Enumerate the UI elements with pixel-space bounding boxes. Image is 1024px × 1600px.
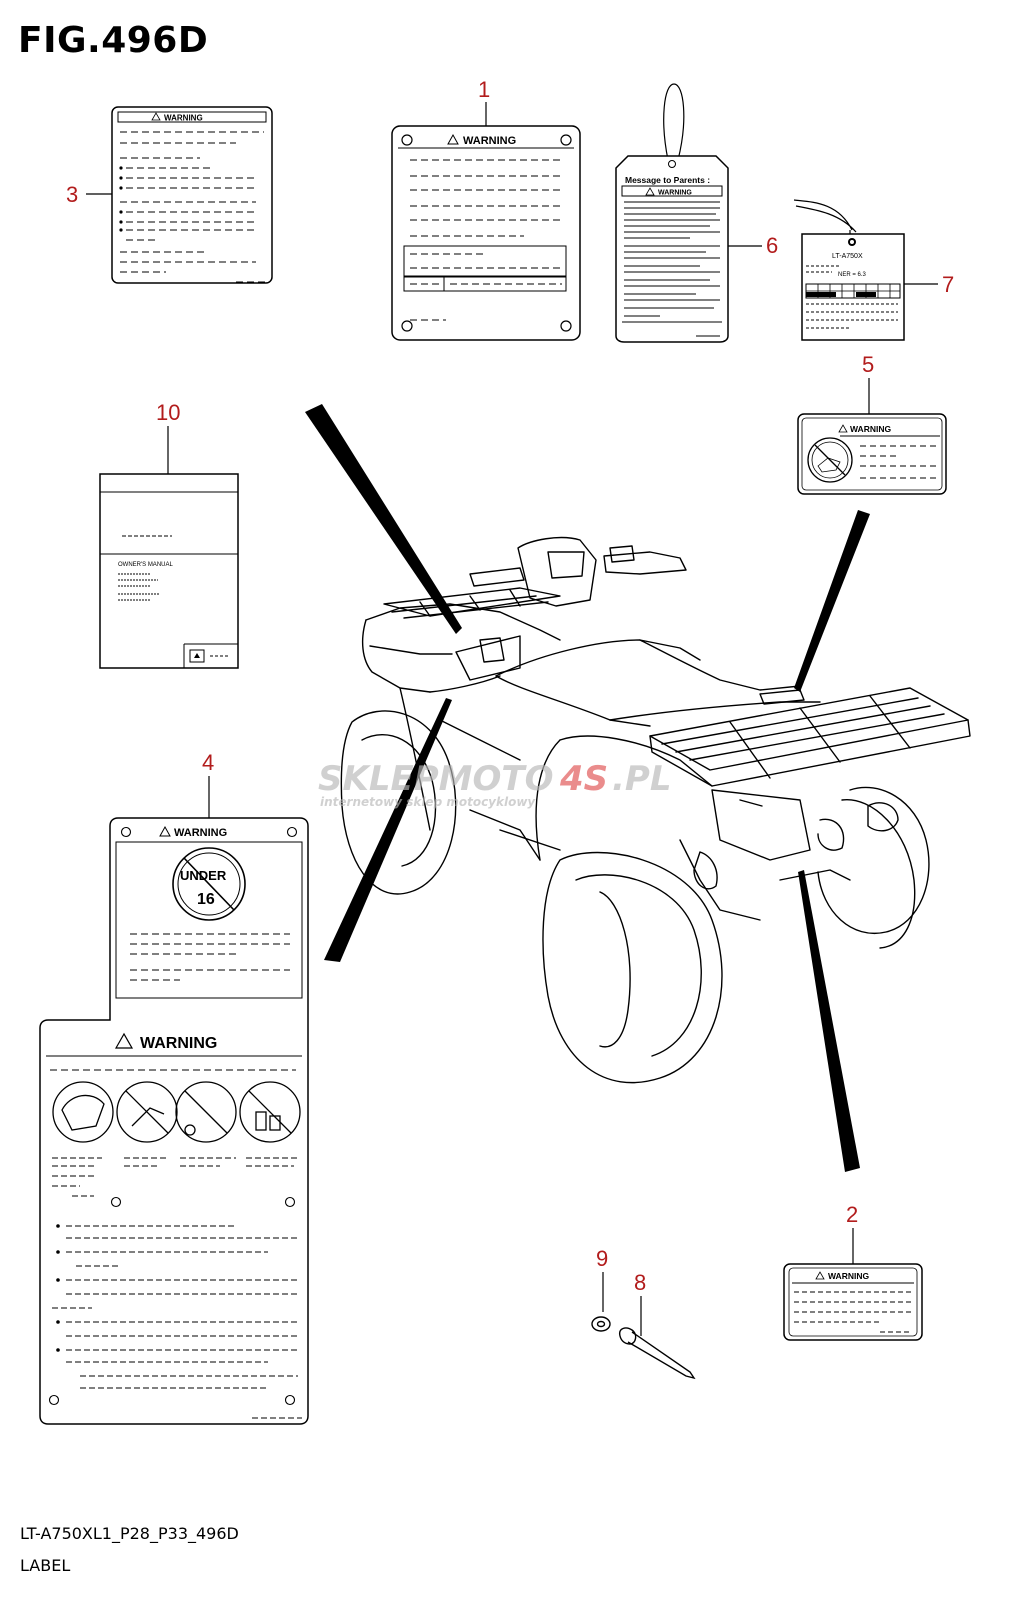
callout-3[interactable]: 3 xyxy=(66,182,78,207)
callout-4[interactable]: 4 xyxy=(202,750,214,775)
callout-5[interactable]: 5 xyxy=(862,352,874,377)
warning-text: WARNING xyxy=(463,135,516,147)
part-6-parents-tag[interactable]: Message to Parents : WARNING xyxy=(615,83,729,343)
part-5-warning-label[interactable]: WARNING xyxy=(797,413,947,495)
warning-text: WARNING xyxy=(164,114,203,123)
callout-1[interactable]: 1 xyxy=(478,77,490,102)
part-4-warning-label[interactable]: WARNING UNDER 16 WARNING xyxy=(39,817,309,1425)
leader-wedge-2 xyxy=(798,870,860,1172)
part-2-warning-label[interactable]: WARNING xyxy=(783,1263,923,1341)
watermark-brand: SKLEPMOTO xyxy=(318,759,553,799)
callout-2[interactable]: 2 xyxy=(846,1202,858,1227)
part-3-warning-label[interactable]: WARNING xyxy=(111,106,273,284)
callout-8[interactable]: 8 xyxy=(634,1270,646,1295)
leader-wedge-5 xyxy=(794,510,870,692)
part-9-washer[interactable] xyxy=(591,1316,611,1332)
figure-title: FIG.496D xyxy=(18,20,209,61)
callout-7[interactable]: 7 xyxy=(942,272,954,297)
leader-wedge-4 xyxy=(324,698,452,962)
callout-10[interactable]: 10 xyxy=(156,400,180,425)
part-8-rivet[interactable] xyxy=(618,1327,696,1380)
atv-illustration xyxy=(340,536,971,1084)
part-1-warning-label[interactable]: WARNING xyxy=(391,125,581,341)
leader-wedge-1 xyxy=(305,404,462,634)
part-10-owners-manual[interactable]: OWNER'S MANUAL xyxy=(99,473,239,669)
watermark-tagline: internetowy sklep motocyklowy xyxy=(320,795,536,809)
under-age-text: 16 xyxy=(197,891,215,908)
manual-title: OWNER'S MANUAL xyxy=(118,562,173,568)
warning-text-large: WARNING xyxy=(140,1035,217,1052)
warning-text: WARNING xyxy=(828,1271,869,1281)
under-text: UNDER xyxy=(180,868,227,883)
warning-text: WARNING xyxy=(850,424,891,434)
watermark: SKLEPMOTO 4S .PL internetowy sklep motoc… xyxy=(318,759,672,809)
leader-wedges xyxy=(305,404,870,1172)
watermark-brand-num: 4S xyxy=(559,759,608,799)
callout-9[interactable]: 9 xyxy=(596,1246,608,1271)
warning-text: WARNING xyxy=(658,190,692,197)
callout-6[interactable]: 6 xyxy=(766,233,778,258)
pictogram-row xyxy=(52,1081,301,1143)
watermark-brand-tld: .PL xyxy=(612,759,672,799)
model-code: LT-A750XL1_P28_P33_496D xyxy=(20,1524,239,1543)
tag-ner: NER = 6.3 xyxy=(838,272,867,278)
warning-text: WARNING xyxy=(174,827,227,839)
tag-model: LT-A750X xyxy=(832,253,863,260)
part-7-model-tag[interactable]: LT-A750X NER = 6.3 xyxy=(793,199,905,341)
group-name: LABEL xyxy=(20,1556,71,1575)
tag-heading: Message to Parents : xyxy=(625,175,710,185)
